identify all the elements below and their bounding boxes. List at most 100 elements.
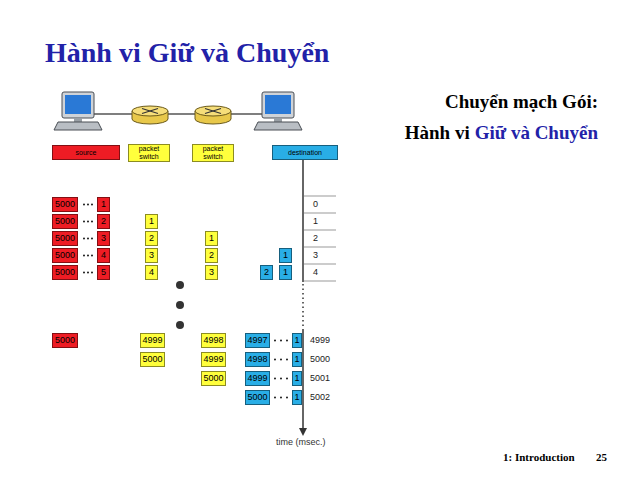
packet-box: 1 — [279, 265, 292, 280]
packet-number: 3 — [149, 251, 154, 261]
subtitle: Chuyển mạch Gói: — [445, 90, 598, 114]
monitor-stand — [74, 118, 82, 122]
continuation-dot — [176, 281, 184, 289]
packet-number: 4998 — [247, 355, 267, 365]
router-arrow — [205, 109, 221, 114]
packet-box: 2 — [97, 214, 110, 229]
packet-box: 2 — [260, 265, 273, 280]
footer-text: 1: Introduction — [503, 451, 575, 465]
subtitle: Hành vi — [405, 121, 470, 145]
slide-title: Hành vi Giữ và Chuyển — [45, 36, 329, 70]
packet-box: 1 — [279, 248, 292, 263]
packet-box: 3 — [205, 265, 218, 280]
time-tick: 5000 — [310, 354, 330, 365]
router-top — [132, 106, 168, 116]
keyboard — [54, 122, 102, 130]
host-computer — [54, 92, 102, 130]
packet-box: 5000 — [52, 197, 78, 212]
packet-box: 1 — [292, 333, 302, 348]
subtitle-highlight: Giữ và Chuyển — [475, 121, 598, 145]
packet-number: 4999 — [247, 374, 267, 384]
time-grid-line — [304, 213, 336, 214]
time-axis — [302, 160, 304, 282]
column-header-box: packet switch — [128, 144, 170, 162]
packet-box: 3 — [97, 231, 110, 246]
packet-number: 5000 — [55, 217, 75, 227]
packet-number: 1 — [149, 217, 154, 227]
packet-box: 4998 — [201, 333, 226, 348]
ellipsis-dots — [275, 341, 287, 398]
packet-box: 5000 — [52, 265, 78, 280]
time-grid-line — [304, 196, 336, 197]
packet-box: 4999 — [140, 333, 165, 348]
packet-number: 4998 — [203, 336, 223, 346]
packet-number: 3 — [101, 234, 106, 244]
packet-box: 4998 — [245, 352, 270, 367]
time-tick: 5002 — [310, 392, 330, 403]
router-arrow — [205, 109, 221, 114]
packet-box: 5000 — [52, 214, 78, 229]
time-grid-line — [304, 264, 336, 265]
network-link — [94, 113, 262, 115]
packet-number: 5000 — [55, 200, 75, 210]
packet-number: 4999 — [142, 336, 162, 346]
packet-number: 4 — [149, 268, 154, 278]
column-header-box: packet switch — [192, 144, 234, 162]
router-symbol — [132, 106, 168, 124]
packet-number: 5000 — [55, 251, 75, 261]
time-grid-line — [304, 281, 336, 282]
packet-box: 5 — [97, 265, 110, 280]
continuation-dot — [176, 321, 184, 329]
packet-box: 2 — [205, 248, 218, 263]
router-arrow — [142, 109, 158, 114]
packet-number: 1 — [294, 393, 299, 403]
time-tick: 1 — [313, 216, 318, 227]
packet-number: 5000 — [247, 393, 267, 403]
time-tick: 2 — [313, 233, 318, 244]
router-symbol — [195, 106, 231, 124]
packet-number: 1 — [283, 251, 288, 261]
packet-box: 1 — [292, 371, 302, 386]
packet-number: 3 — [209, 268, 214, 278]
packet-box: 5000 — [245, 390, 270, 405]
packet-box: 4 — [97, 248, 110, 263]
column-header-box: destination — [272, 145, 338, 160]
packet-box: 4999 — [201, 352, 226, 367]
ellipsis-dots — [84, 205, 92, 273]
packet-box: 1 — [292, 390, 302, 405]
packet-box: 1 — [97, 197, 110, 212]
packet-box: 4999 — [245, 371, 270, 386]
axis-label: time (msec.) — [276, 437, 326, 448]
packet-number: 1 — [294, 336, 299, 346]
packet-box: 1 — [145, 214, 158, 229]
keyboard — [254, 122, 302, 130]
packet-box: 5000 — [52, 248, 78, 263]
packet-number: 1 — [101, 200, 106, 210]
continuation-dot — [176, 301, 184, 309]
time-axis — [302, 330, 304, 429]
packet-box: 5000 — [140, 352, 165, 367]
packet-number: 4 — [101, 251, 106, 261]
monitor — [62, 92, 94, 118]
time-tick: 5001 — [310, 373, 330, 384]
packet-number: 2 — [149, 234, 154, 244]
packet-box: 3 — [145, 248, 158, 263]
time-grid-line — [304, 230, 336, 231]
screen — [265, 95, 291, 114]
packet-box: 1 — [205, 231, 218, 246]
time-tick: 3 — [313, 250, 318, 261]
packet-box: 5000 — [52, 333, 78, 348]
time-tick: 4 — [313, 267, 318, 278]
packet-box: 4 — [145, 265, 158, 280]
packet-box: 5000 — [201, 371, 226, 386]
packet-number: 5000 — [55, 336, 75, 346]
packet-number: 5 — [101, 268, 106, 278]
page-number: 25 — [596, 451, 607, 465]
time-tick: 4999 — [310, 335, 330, 346]
packet-number: 1 — [209, 234, 214, 244]
packet-box: 1 — [292, 352, 302, 367]
time-axis-arrowhead — [299, 428, 307, 436]
